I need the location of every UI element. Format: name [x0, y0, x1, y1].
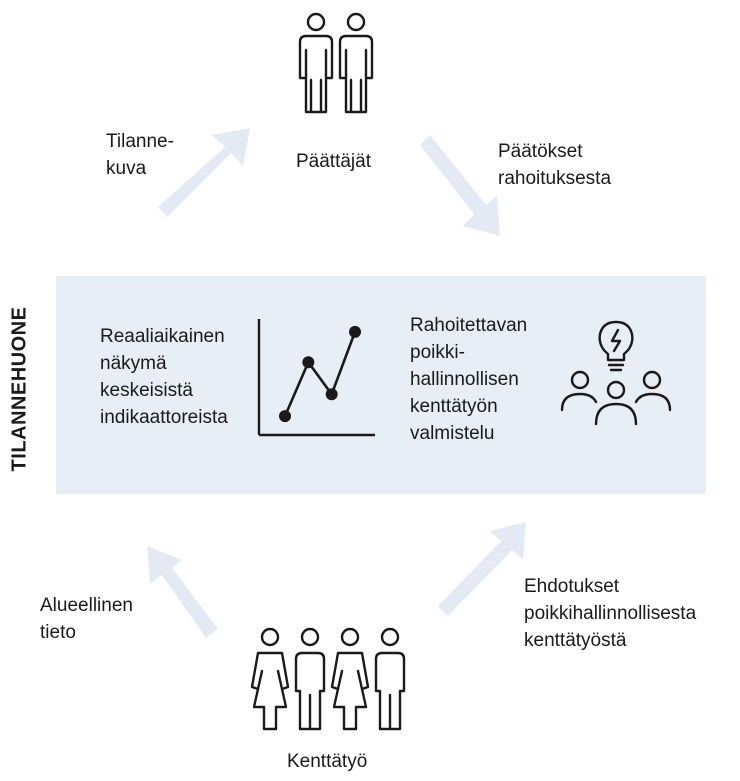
arrow-up-right-lower: [438, 522, 526, 616]
panel-text-line: valmistelu: [410, 423, 495, 444]
flow-label-right-bottom: Ehdotukset poikkihallinnollisesta kenttä…: [524, 573, 696, 654]
flow-label-line: Tilanne-: [106, 131, 174, 152]
panel-left-text: Reaaliaikainen näkymä keskeisistä indika…: [100, 323, 228, 431]
tilannehuone-panel: [56, 276, 706, 494]
panel-text-line: poikki-: [410, 342, 465, 363]
flow-label-left-top: Tilanne- kuva: [106, 128, 174, 182]
arrow-up-right: [158, 128, 250, 217]
panel-text-line: indikaattoreista: [100, 407, 228, 428]
panel-text-line: Rahoitettavan: [410, 315, 528, 336]
line-chart-icon: [257, 319, 375, 437]
two-people-icon: [298, 12, 374, 114]
panel-text-line: Reaaliaikainen: [100, 326, 225, 347]
team-lightbulb-icon: [560, 320, 672, 426]
panel-text-line: hallinnollisen: [410, 369, 519, 390]
flow-label-line: rahoituksesta: [498, 168, 612, 189]
chart-series-line: [283, 331, 357, 417]
top-node-label: Päättäjät: [296, 151, 371, 172]
flow-label-line: Päätökset: [498, 141, 583, 162]
panel-right-text: Rahoitettavan poikki- hallinnollisen ken…: [410, 312, 527, 447]
flow-label-left-bottom: Alueellinen tieto: [40, 592, 133, 646]
panel-text-line: näkymä: [100, 353, 167, 374]
flow-label-line: Ehdotukset: [524, 576, 620, 597]
bottom-node-label: Kenttätyö: [287, 751, 368, 772]
arrow-down-right: [420, 135, 500, 236]
chart-point-3: [325, 388, 338, 401]
chart-point-4: [349, 325, 361, 338]
group-of-four-people-icon: [250, 627, 406, 731]
arrow-up-left: [147, 546, 218, 638]
chart-point-2: [302, 356, 315, 369]
panel-label-text: TILANNEHUONE: [8, 306, 31, 472]
flow-label-line: Alueellinen: [40, 595, 133, 616]
flow-label-line: poikkihallinnollisesta: [524, 603, 697, 624]
flow-label-line: tieto: [40, 622, 76, 643]
chart-point-1: [279, 410, 291, 423]
flow-label-right-top: Päätökset rahoituksesta: [498, 138, 611, 192]
flow-label-line: kenttätyöstä: [524, 630, 627, 651]
panel-text-line: kenttätyön: [410, 396, 498, 417]
panel-text-line: keskeisistä: [100, 380, 193, 401]
flow-label-line: kuva: [106, 158, 147, 179]
panel-vertical-label: TILANNEHUONE: [0, 296, 40, 482]
